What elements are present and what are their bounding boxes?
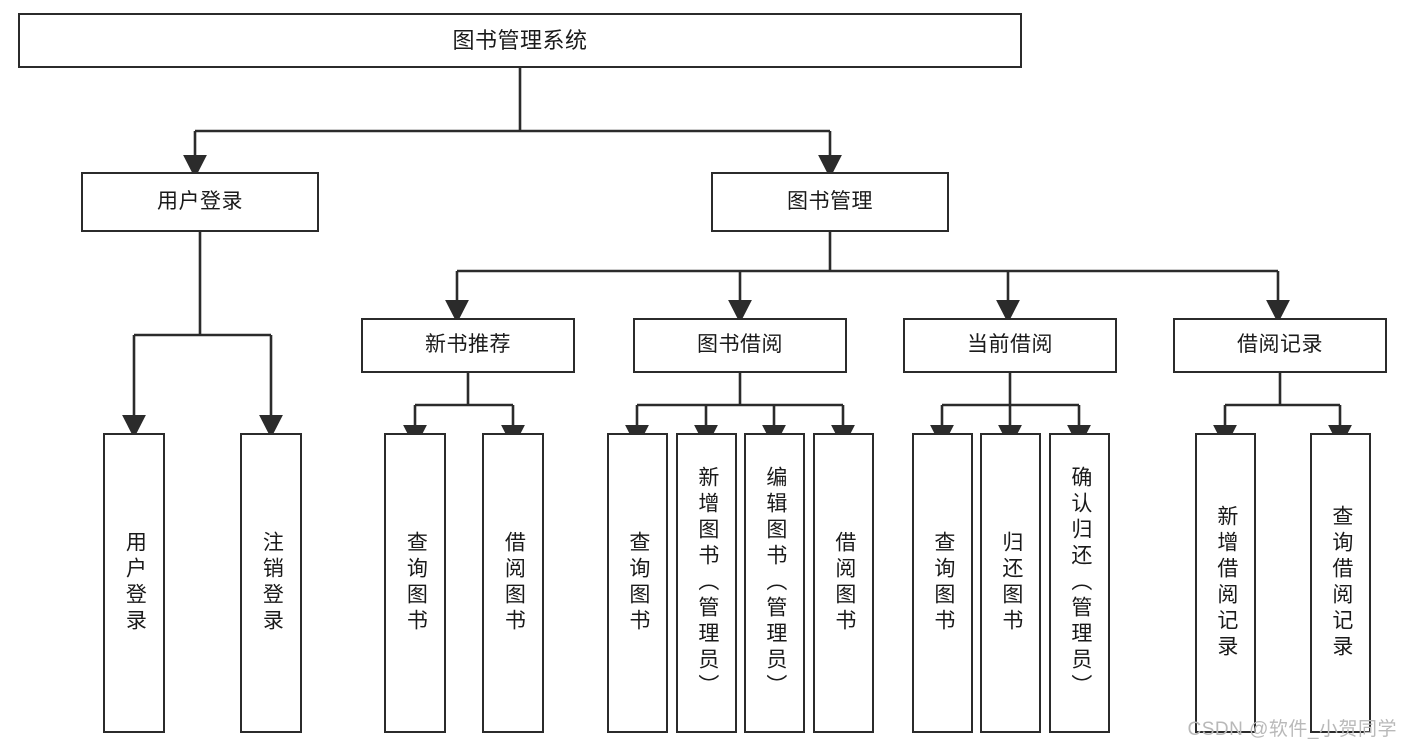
node-label: 编辑图书（管理员） (763, 466, 787, 700)
node-label: 用户登录 (157, 189, 243, 213)
node-label: 归还图书 (999, 531, 1023, 635)
csdn-watermark: CSDN @软件_小贺同学 (1187, 719, 1397, 740)
node-label: 图书借阅 (697, 333, 783, 357)
node-label: 用户登录 (123, 531, 147, 635)
node-label: 借阅图书 (502, 531, 526, 635)
node-new-book-recommend[interactable]: 新书推荐 (361, 318, 575, 373)
leaf-recommend-borrow-book[interactable]: 借阅图书 (482, 433, 544, 733)
node-label: 查询借阅记录 (1329, 505, 1353, 661)
leaf-borrow-query-book[interactable]: 查询图书 (607, 433, 668, 733)
node-label: 查询图书 (404, 531, 428, 635)
node-label: 新书推荐 (425, 333, 511, 357)
leaf-borrow-borrow-book[interactable]: 借阅图书 (813, 433, 874, 733)
node-label: 借阅图书 (832, 531, 856, 635)
node-borrow-records[interactable]: 借阅记录 (1173, 318, 1387, 373)
node-label: 当前借阅 (967, 333, 1053, 357)
node-user-login[interactable]: 用户登录 (81, 172, 319, 232)
leaf-user-login-logout[interactable]: 注销登录 (240, 433, 302, 733)
node-label: 确认归还（管理员） (1068, 466, 1092, 700)
leaf-current-return-book[interactable]: 归还图书 (980, 433, 1041, 733)
leaf-current-query-book[interactable]: 查询图书 (912, 433, 973, 733)
node-label: 图书管理系统 (452, 27, 588, 53)
node-label: 查询图书 (626, 531, 650, 635)
leaf-records-add-record[interactable]: 新增借阅记录 (1195, 433, 1256, 733)
leaf-borrow-add-book[interactable]: 新增图书（管理员） (676, 433, 737, 733)
node-label: 查询图书 (931, 531, 955, 635)
node-current-borrow[interactable]: 当前借阅 (903, 318, 1117, 373)
node-root-system[interactable]: 图书管理系统 (18, 13, 1022, 68)
leaf-records-query-record[interactable]: 查询借阅记录 (1310, 433, 1371, 733)
node-book-borrow[interactable]: 图书借阅 (633, 318, 847, 373)
leaf-recommend-query-book[interactable]: 查询图书 (384, 433, 446, 733)
leaf-borrow-edit-book[interactable]: 编辑图书（管理员） (744, 433, 805, 733)
node-label: 借阅记录 (1237, 333, 1323, 357)
node-book-management[interactable]: 图书管理 (711, 172, 949, 232)
node-label: 新增借阅记录 (1214, 505, 1238, 661)
leaf-user-login-login[interactable]: 用户登录 (103, 433, 165, 733)
node-label: 新增图书（管理员） (695, 466, 719, 700)
leaf-current-confirm-return[interactable]: 确认归还（管理员） (1049, 433, 1110, 733)
node-label: 图书管理 (787, 189, 873, 213)
node-label: 注销登录 (260, 531, 284, 635)
